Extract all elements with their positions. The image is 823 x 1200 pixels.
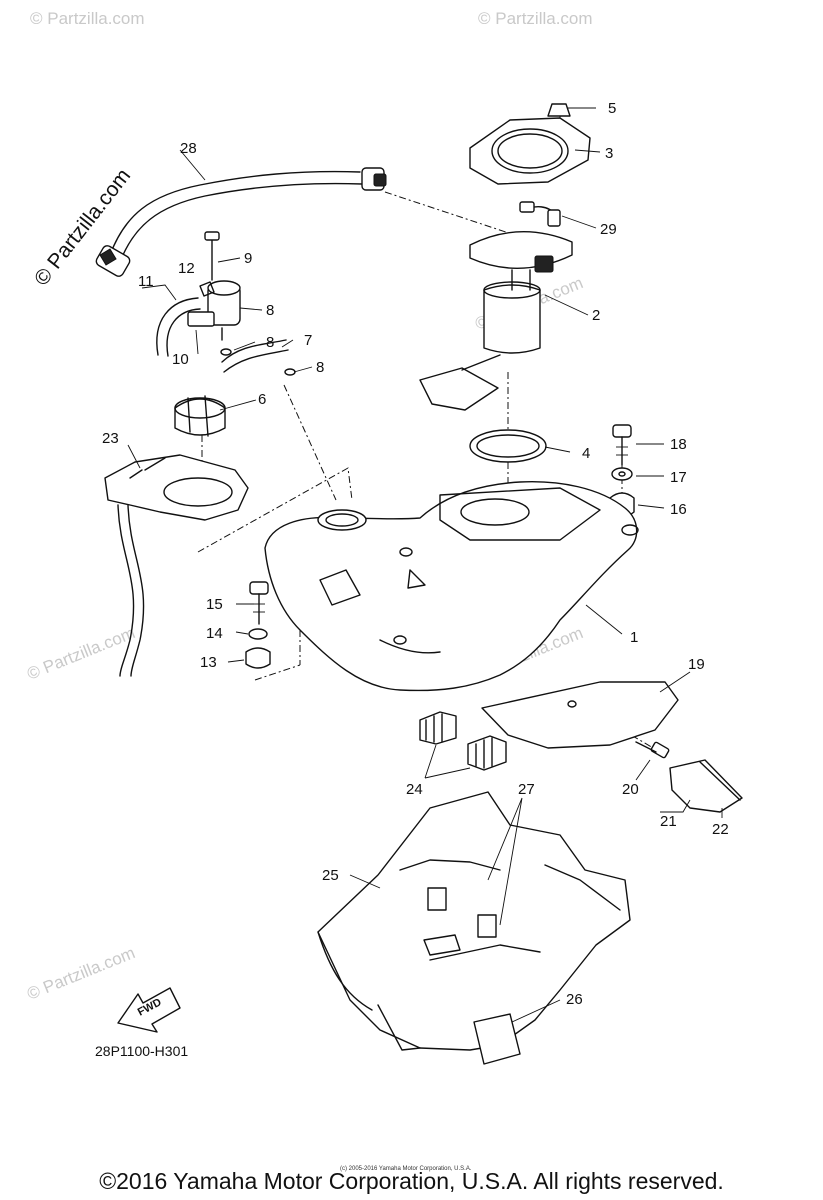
callout-labels: 5 3 29 2 4 9 12 11 8 10 8 7 8 6 28 23 18… — [102, 100, 729, 1008]
part-4-gasket — [469, 429, 547, 463]
callout-26: 25 — [322, 867, 339, 884]
part-6-fuel-cap — [174, 395, 226, 437]
watermark: © Partzilla.com — [30, 9, 145, 28]
callout-20: 19 — [688, 656, 705, 673]
part-20-23-bracket — [481, 681, 743, 813]
callout-25: 24 — [406, 781, 423, 798]
part-14-16-fasteners — [245, 581, 271, 669]
part-27-pad — [473, 1013, 521, 1065]
callout-7: 7 — [304, 332, 312, 349]
callout-2: 2 — [592, 307, 600, 324]
small-copyright: (c) 2005-2016 Yamaha Motor Corporation, … — [340, 1166, 472, 1172]
callout-11: 10 — [172, 351, 189, 368]
callout-8: 8 — [266, 334, 274, 351]
callout-17: 16 — [670, 501, 687, 518]
callout-15: 14 — [206, 625, 223, 642]
callout-23: 22 — [712, 821, 729, 838]
callout-24: 23 — [102, 430, 119, 447]
callout-29: 28 — [180, 140, 197, 157]
callout-28: 27 — [518, 781, 535, 798]
callout-19: 18 — [670, 436, 687, 453]
callout-14: 13 — [200, 654, 217, 671]
callout-9: 8 — [266, 302, 274, 319]
part-3-retainer-plate — [469, 103, 591, 185]
callout-12: 11 — [138, 273, 154, 290]
part-1-fuel-tank — [264, 481, 639, 692]
callout-4: 4 — [582, 445, 590, 462]
diagram-code: 28P1100-H301 — [95, 1043, 189, 1059]
watermark: © Partzilla.com — [24, 943, 137, 1004]
callout-18: 17 — [670, 469, 687, 486]
part-24-tray-and-drain-hose — [104, 454, 249, 677]
callout-3: 3 — [605, 145, 613, 162]
leader-lines — [127, 107, 723, 1023]
part-7-8-hose-clamps — [220, 339, 296, 376]
callout-16: 15 — [206, 596, 223, 613]
callout-8b: 8 — [316, 359, 324, 376]
part-26-lower-cover — [317, 791, 631, 1051]
callout-22: 21 — [660, 813, 677, 830]
footer-copyright: ©2016 Yamaha Motor Corporation, U.S.A. A… — [99, 1168, 724, 1194]
part-9-12-solenoid-valve — [156, 231, 241, 357]
part-29-breather-hose — [95, 167, 387, 277]
callout-30: 29 — [600, 221, 617, 238]
callout-10: 9 — [244, 250, 252, 267]
callout-6: 6 — [258, 391, 266, 408]
callout-5: 5 — [608, 100, 616, 117]
part-2-30-fuel-pump — [419, 201, 573, 411]
callout-13: 12 — [178, 260, 195, 277]
callout-1: 1 — [630, 629, 638, 646]
watermark: © Partzilla.com — [478, 9, 593, 28]
part-25-dampers — [419, 711, 507, 771]
callout-21: 20 — [622, 781, 639, 798]
fwd-arrow-icon: FWD — [117, 987, 181, 1033]
callout-27: 26 — [566, 991, 583, 1008]
